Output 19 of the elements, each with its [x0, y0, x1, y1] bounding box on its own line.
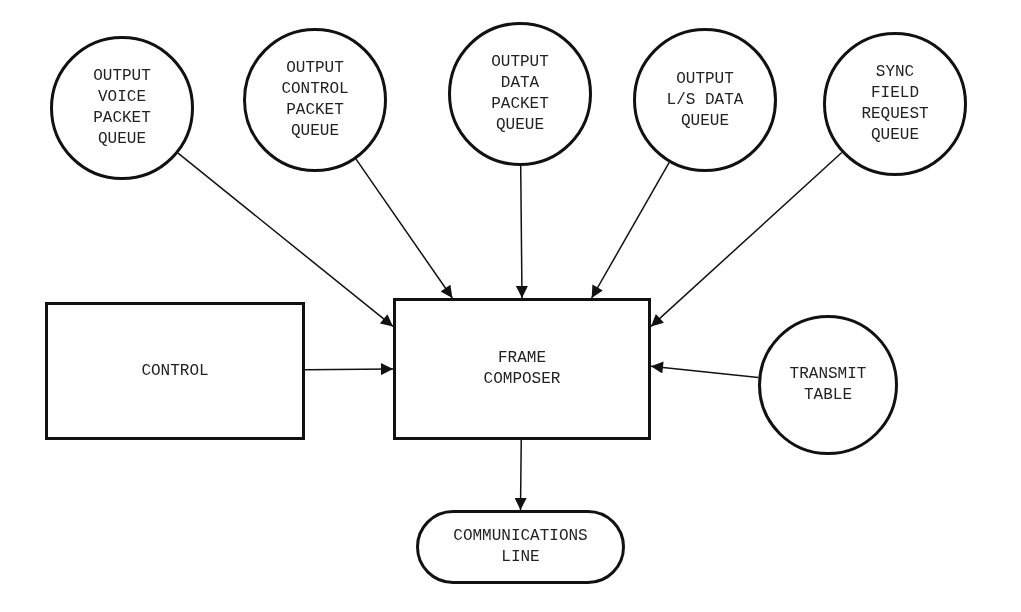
node-label: OUTPUT L/S DATA QUEUE: [665, 68, 745, 132]
arrow: [650, 151, 843, 328]
arrow: [177, 152, 394, 328]
node-label: OUTPUT CONTROL PACKET QUEUE: [280, 58, 350, 142]
node-label: OUTPUT VOICE PACKET QUEUE: [92, 66, 152, 150]
arrow: [590, 161, 670, 299]
arrow: [514, 439, 527, 511]
node-label: FRAME COMPOSER: [482, 348, 562, 390]
process-box: [45, 302, 305, 440]
arrow: [304, 363, 394, 376]
node-label: CONTROL: [140, 360, 210, 382]
node-label: TRANSMIT TABLE: [788, 364, 868, 406]
process-box: [393, 298, 651, 440]
arrow: [650, 361, 760, 379]
node-label: SYNC FIELD REQUEST QUEUE: [860, 62, 930, 146]
node-label: COMMUNICATIONS LINE: [452, 526, 589, 568]
node-label: OUTPUT DATA PACKET QUEUE: [490, 52, 550, 136]
arrow: [515, 165, 528, 299]
arrow: [355, 158, 454, 299]
